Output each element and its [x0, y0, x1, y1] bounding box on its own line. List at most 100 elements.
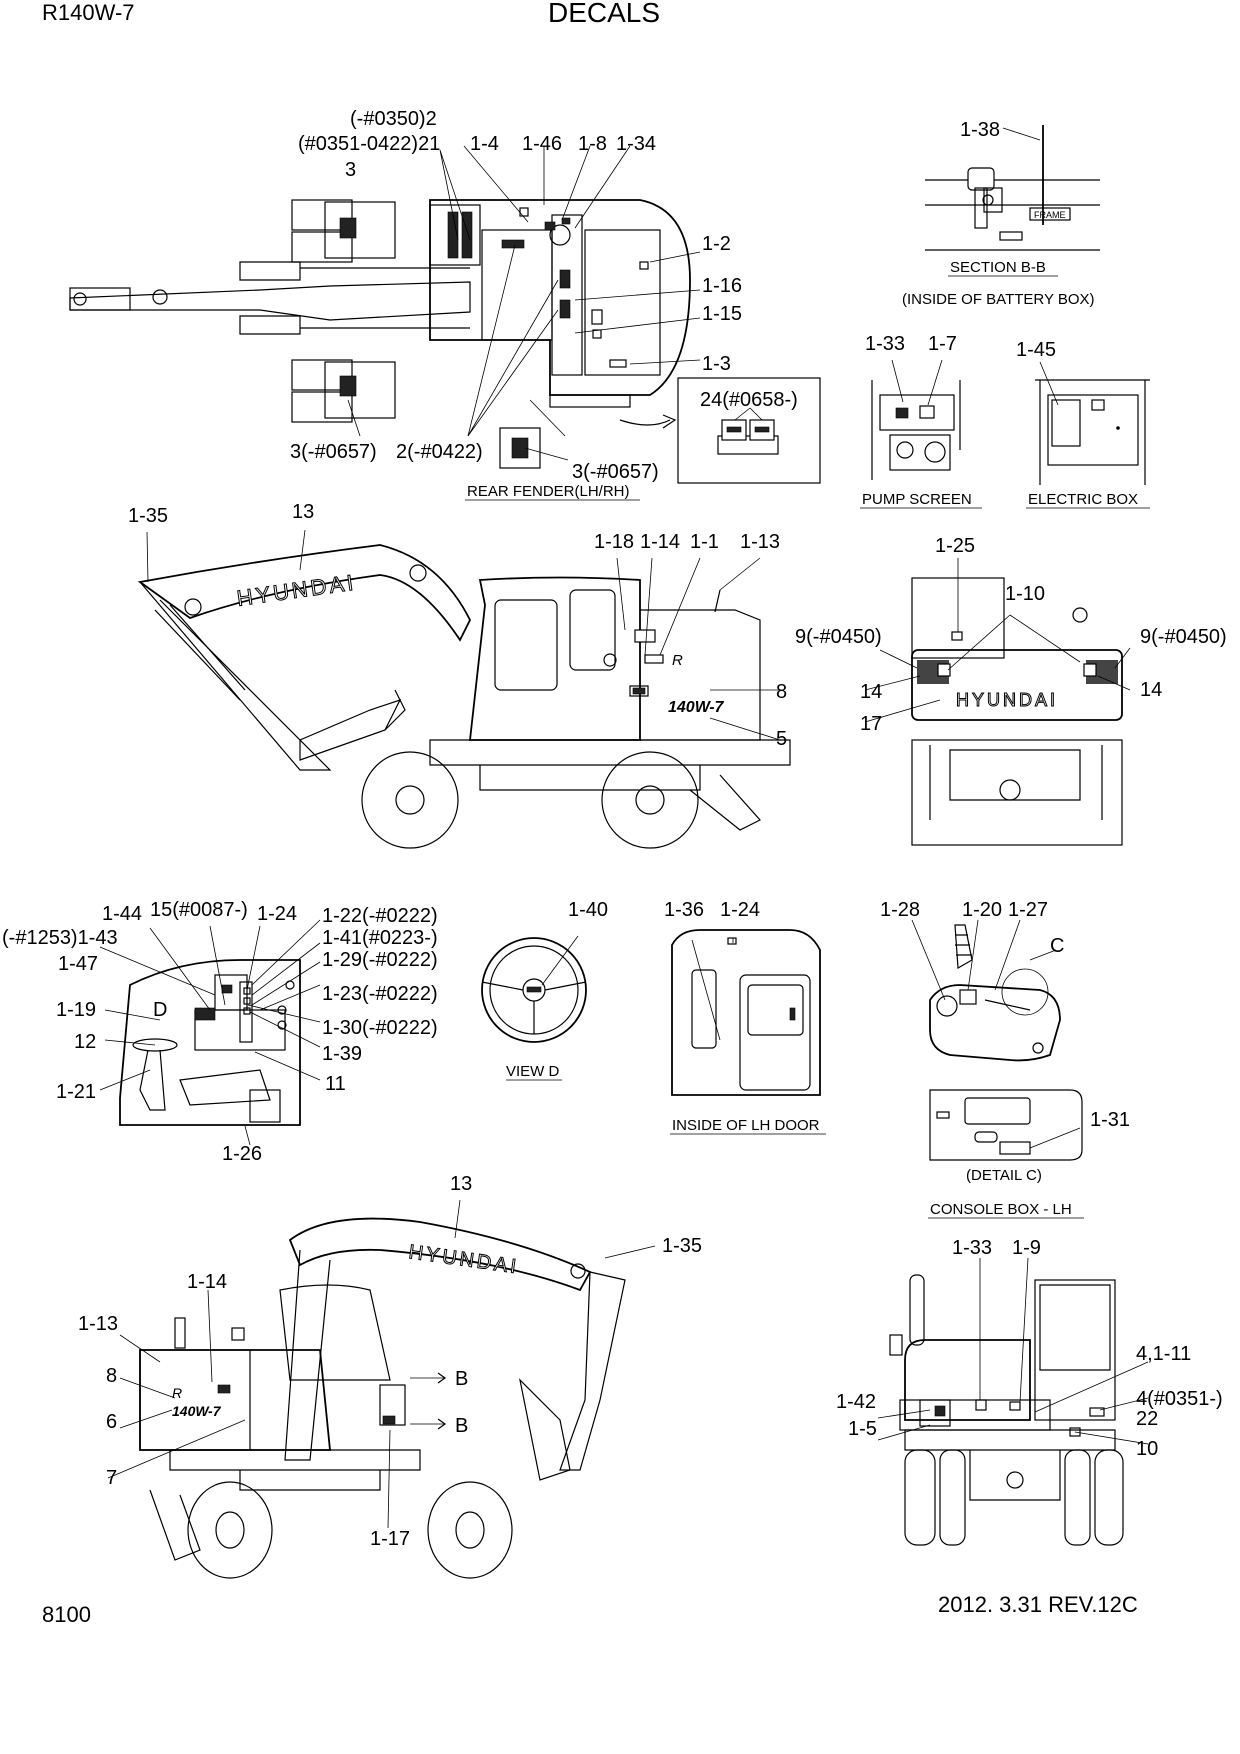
callout-1-14: 1-14	[640, 531, 680, 553]
svg-text:R: R	[172, 1385, 182, 1401]
callout-1-44: 1-44	[102, 903, 142, 925]
callout-1-27: 1-27	[1008, 899, 1048, 921]
cab-interior-view	[99, 919, 321, 1146]
callout-1-14-front: 1-14	[187, 1271, 227, 1293]
callout-21: (#0351-0422)21	[298, 133, 440, 155]
callout-1-31: 1-31	[1090, 1109, 1130, 1131]
model-code: R140W-7	[42, 0, 135, 25]
callout-1-45: 1-45	[1016, 339, 1056, 361]
caption-rear-fender: REAR FENDER(LH/RH)	[467, 483, 630, 500]
caption-inside-battery: (INSIDE OF BATTERY BOX)	[902, 291, 1095, 308]
callout-13-front: 13	[450, 1173, 472, 1195]
caption-console-box: CONSOLE BOX - LH	[930, 1201, 1072, 1218]
callout-13: 13	[292, 501, 314, 523]
callout-1-5: 1-5	[848, 1418, 877, 1440]
callout-1-15: 1-15	[702, 303, 742, 325]
callout-1-33-rear: 1-33	[952, 1237, 992, 1259]
callout-8-front: 8	[106, 1365, 117, 1387]
inside-lh-door-view	[671, 929, 821, 1096]
callout-1-24-cab: 1-24	[257, 903, 297, 925]
revision-date: 2012. 3.31 REV.12C	[938, 1592, 1138, 1617]
callout-24: 24(#0658-)	[700, 389, 798, 411]
rear-view-machine: HYUNDAI	[864, 558, 1131, 846]
caption-detail-c: (DETAIL C)	[966, 1167, 1042, 1184]
callout-1-29: 1-29(-#0222)	[322, 949, 438, 971]
caption-section-bb: SECTION B-B	[950, 259, 1046, 276]
callout-8: 8	[776, 681, 787, 703]
boom-brand-side: HYUNDAI	[235, 569, 357, 610]
callout-1-17: 1-17	[370, 1528, 410, 1550]
callout-3: 3	[345, 159, 356, 181]
callout-3-0657-right: 3(-#0657)	[572, 461, 659, 483]
callout-1-18: 1-18	[594, 531, 634, 553]
view-d-steering-wheel	[481, 935, 587, 1043]
callout-1-46: 1-46	[522, 133, 562, 155]
side-view-machine: HYUNDAI R 140W-7	[137, 529, 791, 849]
callout-1-9: 1-9	[1012, 1237, 1041, 1259]
callout-1-30: 1-30(-#0222)	[322, 1017, 438, 1039]
callout-1-43: (-#1253)1-43	[2, 927, 118, 949]
callout-1-1: 1-1	[690, 531, 719, 553]
view-d-marker: D	[153, 999, 167, 1021]
section-b-marker-upper: B	[455, 1368, 468, 1390]
callout-12: 12	[74, 1031, 96, 1053]
svg-text:140W-7: 140W-7	[668, 699, 725, 716]
callout-22: 22	[1136, 1408, 1158, 1430]
callout-1-10: 1-10	[1005, 583, 1045, 605]
callout-2: (-#0350)2	[350, 108, 437, 130]
section-bb-battery: FRAME	[925, 125, 1100, 251]
frame-tag: FRAME	[1034, 210, 1066, 220]
page-title: DECALS	[548, 0, 660, 28]
detail-c-panel	[929, 1089, 1083, 1161]
callout-2-0422: 2(-#0422)	[396, 441, 483, 463]
caption-pump-screen: PUMP SCREEN	[862, 491, 972, 508]
caption-view-d: VIEW D	[506, 1063, 560, 1080]
callout-1-41: 1-41(#0223-)	[322, 927, 438, 949]
console-box-view	[911, 919, 1061, 1062]
callout-1-42: 1-42	[836, 1391, 876, 1413]
callout-3-0657-left: 3(-#0657)	[290, 441, 377, 463]
callout-4-1-11: 4,1-11	[1136, 1343, 1191, 1365]
svg-text:140W-7: 140W-7	[172, 1403, 222, 1419]
callout-9-right: 9(-#0450)	[1140, 626, 1227, 648]
callout-4-0351: 4(#0351-)	[1136, 1388, 1223, 1410]
pump-screen-view	[871, 359, 961, 480]
callout-1-3: 1-3	[702, 353, 731, 375]
callout-1-20: 1-20	[962, 899, 1002, 921]
callout-1-35: 1-35	[128, 505, 168, 527]
callout-1-33-pump: 1-33	[865, 333, 905, 355]
section-b-marker-lower: B	[455, 1415, 468, 1437]
callout-1-23: 1-23(-#0222)	[322, 983, 438, 1005]
callout-1-13: 1-13	[740, 531, 780, 553]
callout-1-38: 1-38	[960, 119, 1000, 141]
callout-10: 10	[1136, 1438, 1158, 1460]
callout-1-40: 1-40	[568, 899, 608, 921]
callout-1-7: 1-7	[928, 333, 957, 355]
svg-text:R: R	[672, 652, 683, 669]
callout-5: 5	[776, 728, 787, 750]
callout-1-26: 1-26	[222, 1143, 262, 1165]
boom-brand-front: HYUNDAI	[407, 1241, 520, 1278]
callout-1-8: 1-8	[578, 133, 607, 155]
callout-1-47: 1-47	[58, 953, 98, 975]
callout-14-left: 14	[860, 681, 882, 703]
callout-1-21: 1-21	[56, 1081, 96, 1103]
caption-electric-box: ELECTRIC BOX	[1028, 491, 1138, 508]
caption-inside-lh-door: INSIDE OF LH DOOR	[672, 1117, 820, 1134]
callout-1-22: 1-22(-#0222)	[322, 905, 438, 927]
rear-brand: HYUNDAI	[956, 690, 1058, 710]
callout-17: 17	[860, 713, 882, 735]
callout-1-34: 1-34	[616, 133, 656, 155]
detail-c-marker: C	[1050, 935, 1064, 957]
electric-box-view	[1035, 361, 1150, 485]
callout-11: 11	[325, 1073, 346, 1095]
callout-1-13-front: 1-13	[78, 1313, 118, 1335]
page-number: 8100	[42, 1602, 91, 1627]
callout-1-36: 1-36	[664, 899, 704, 921]
callout-1-24-door: 1-24	[720, 899, 760, 921]
callout-1-28: 1-28	[880, 899, 920, 921]
callout-15: 15(#0087-)	[150, 899, 248, 921]
callout-1-35-front: 1-35	[662, 1235, 702, 1257]
rear-view-detail	[877, 1257, 1149, 1546]
callout-1-39: 1-39	[322, 1043, 362, 1065]
